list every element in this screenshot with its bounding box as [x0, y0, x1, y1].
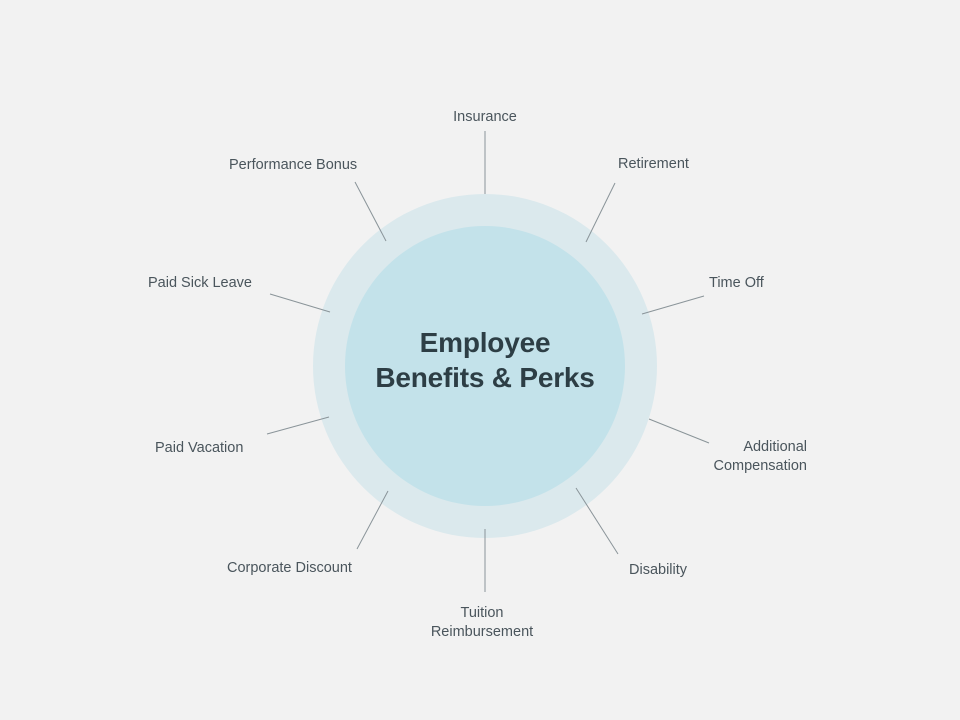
connector-line	[356, 490, 389, 550]
connector-line	[641, 295, 705, 315]
node-label: Insurance	[453, 109, 517, 125]
connector-line	[575, 487, 619, 555]
hub-title: Employee Benefits & Perks	[375, 327, 595, 393]
node-label: Paid Vacation	[155, 440, 244, 456]
connector-line	[648, 418, 710, 444]
connector-lines	[266, 131, 710, 592]
node-label: Tuition Reimbursement	[430, 605, 534, 640]
node-label: Disability	[629, 562, 688, 578]
node-label: Retirement	[618, 156, 689, 172]
connector-line	[585, 182, 616, 243]
connector-line	[354, 181, 387, 242]
node-label: Paid Sick Leave	[148, 275, 252, 291]
hub-inner-circle	[345, 226, 625, 506]
node-label: Additional Compensation	[713, 439, 808, 474]
node-label: Corporate Discount	[227, 560, 352, 576]
node-label: Performance Bonus	[229, 157, 358, 173]
connector-line	[266, 416, 330, 435]
connector-line	[269, 293, 331, 313]
node-label: Time Off	[709, 275, 764, 291]
